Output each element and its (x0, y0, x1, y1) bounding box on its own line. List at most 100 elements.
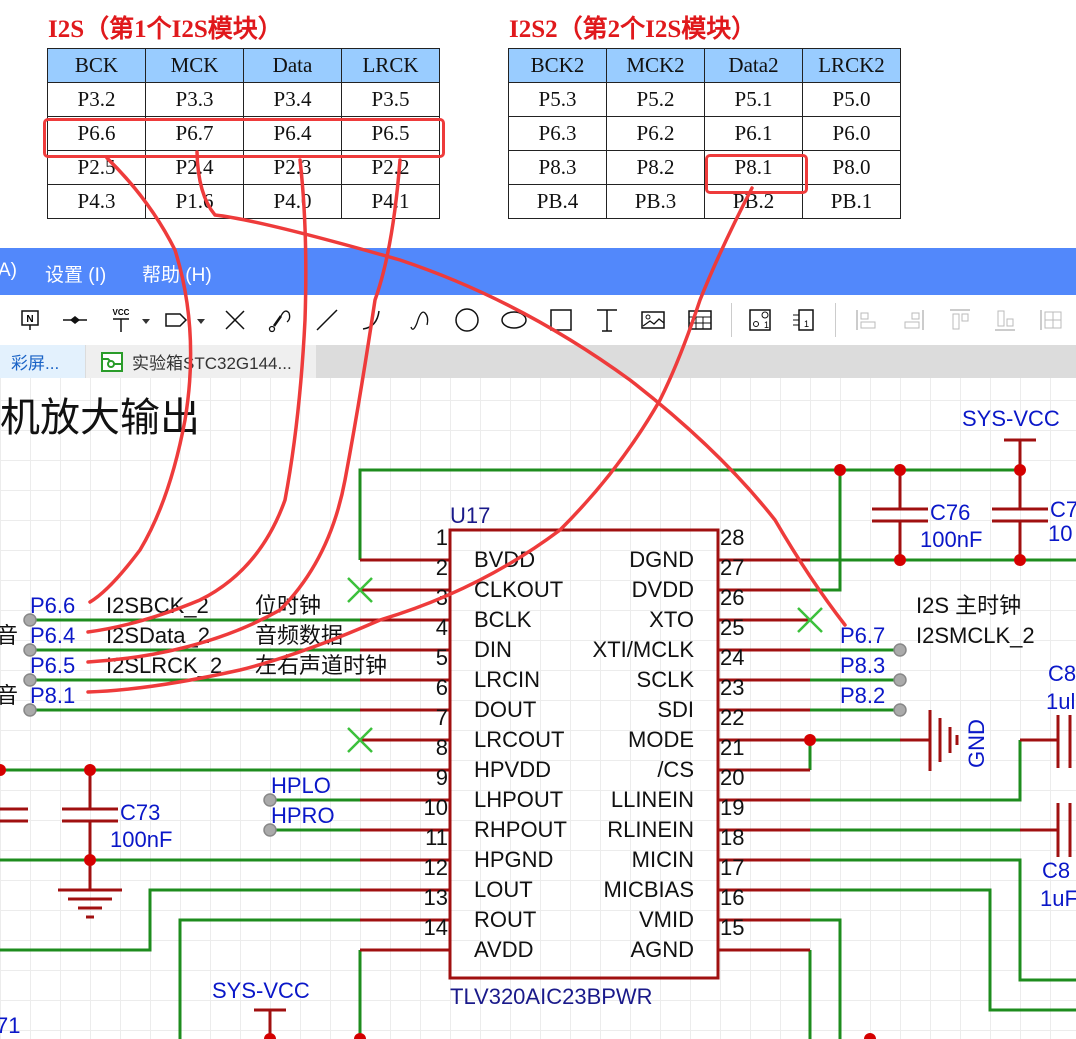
table-row: P3.2 P3.3 P3.4 P3.5 (47, 82, 440, 117)
align-grid-tool[interactable] (1036, 305, 1066, 335)
table-cell: PB.4 (508, 184, 607, 219)
menu-item-partial[interactable]: A) (0, 260, 17, 281)
cap-value: 10 (1048, 521, 1073, 546)
schematic-canvas[interactable] (0, 378, 1076, 1039)
pin-number: 24 (720, 645, 745, 670)
cap-ref: C76 (930, 500, 971, 525)
rectangle-tool[interactable] (546, 305, 576, 335)
net-label-tool[interactable]: N (16, 305, 44, 335)
pin-manager-icon: 1 (793, 309, 814, 331)
net-port-p6-4[interactable]: P6.4 (30, 623, 76, 648)
chip-part: TLV320AIC23BPWR (450, 984, 653, 1009)
ellipse-tool[interactable] (498, 305, 530, 335)
no-connect-icon (225, 310, 245, 330)
align-bottom-tool[interactable] (990, 305, 1020, 335)
pin-name: XTO (649, 607, 694, 632)
document-tab-active[interactable]: 实验箱STC32G144... (86, 345, 316, 378)
align-left-icon (856, 310, 876, 330)
pin-name: AVDD (474, 937, 534, 962)
vcc-tool[interactable]: VCC (106, 305, 154, 335)
pin-name: DGND (629, 547, 694, 572)
net-port-p6-7[interactable]: P6.7 (840, 623, 886, 648)
net-port-tool[interactable] (60, 305, 90, 335)
align-right-icon (904, 310, 924, 330)
table-cell: PB.3 (606, 184, 705, 219)
bus-entry-tool[interactable] (265, 305, 299, 335)
pin-name: LHPOUT (474, 787, 564, 812)
net-flag-tool[interactable] (163, 305, 211, 335)
pen-icon (268, 310, 291, 333)
table-cell: P8.3 (508, 150, 607, 185)
pin-manager-tool[interactable]: 1 (790, 305, 820, 335)
pin-number: 27 (720, 555, 745, 580)
pin-name: HPGND (474, 847, 554, 872)
power-label-sys-vcc: SYS-VCC (212, 978, 310, 1003)
toolbar: N VCC 1 1 (0, 295, 1076, 345)
table-header: LRCK2 (802, 48, 901, 83)
table-header: Data2 (704, 48, 803, 83)
image-tool[interactable] (638, 305, 668, 335)
align-grid-icon (1040, 310, 1062, 330)
schematic-icon (101, 351, 123, 372)
table-cell: P8.2 (606, 150, 705, 185)
pin-number: 23 (720, 675, 745, 700)
net-name: I2SBCK_2 (106, 593, 209, 618)
table-header: BCK (47, 48, 146, 83)
highlight-cell-box (705, 154, 808, 194)
text-tool[interactable] (592, 305, 622, 335)
pin-number: 7 (435, 705, 448, 730)
net-port-p8-3[interactable]: P8.3 (840, 653, 886, 678)
pin-name: DIN (474, 637, 512, 662)
rectangle-icon (550, 309, 572, 331)
arc-icon (362, 310, 380, 330)
net-desc: 音频数据 (255, 623, 344, 648)
net-port-p8-2[interactable]: P8.2 (840, 683, 886, 708)
net-port-p6-5[interactable]: P6.5 (30, 653, 76, 678)
table-cell: P6.0 (802, 116, 901, 151)
tab-label: 实验箱STC32G144... (132, 354, 292, 373)
table-cell: P6.4 (243, 116, 342, 151)
align-left-tool[interactable] (852, 305, 882, 335)
table-tool[interactable] (685, 305, 715, 335)
pin-number: 20 (720, 765, 745, 790)
cap-value: 100nF (920, 527, 983, 552)
align-top-tool[interactable] (945, 305, 975, 335)
net-name: I2SLRCK_2 (106, 653, 223, 678)
menu-item-settings[interactable]: 设置 (I) (45, 265, 107, 286)
pin-number: 8 (435, 735, 448, 760)
net-port-hpro[interactable]: HPRO (271, 803, 335, 828)
svg-text:N: N (26, 314, 33, 325)
menu-item-help[interactable]: 帮助 (H) (142, 265, 212, 286)
table-cell: P6.1 (704, 116, 803, 151)
pin-number: 15 (720, 915, 745, 940)
pin-number: 11 (425, 825, 448, 850)
table-cell: P4.3 (47, 184, 146, 219)
pin-name: MICBIAS (603, 877, 694, 902)
pin-number: 21 (720, 735, 745, 760)
bezier-tool[interactable] (405, 305, 435, 335)
toolbar-divider (835, 303, 836, 337)
no-connect-tool[interactable] (220, 305, 250, 335)
circle-tool[interactable] (452, 305, 482, 335)
tab-label: 、彩屏... (0, 354, 60, 373)
cap-ref: 71 (0, 1013, 21, 1038)
table-cell: P5.1 (704, 82, 803, 117)
table-cell: P5.3 (508, 82, 607, 117)
svg-text:VCC: VCC (113, 308, 130, 317)
net-port-p8-1[interactable]: P8.1 (30, 683, 76, 708)
arc-tool[interactable] (357, 305, 387, 335)
document-tab[interactable]: 、彩屏... (0, 345, 85, 378)
i2s2-table-title: I2S2（第2个I2S模块） (509, 16, 757, 43)
table-cell: P3.3 (145, 82, 244, 117)
symbol-pin-manager-tool[interactable]: 1 (745, 305, 775, 335)
chip-ref: U17 (450, 503, 491, 528)
net-port-hplo[interactable]: HPLO (271, 773, 331, 798)
line-icon (316, 309, 338, 331)
wire-tool[interactable] (312, 305, 342, 335)
align-right-tool[interactable] (898, 305, 928, 335)
pin-name: MODE (628, 727, 694, 752)
net-prefix: 音 (0, 683, 19, 708)
table-cell: P3.4 (243, 82, 342, 117)
net-port-p6-6[interactable]: P6.6 (30, 593, 76, 618)
pin-number: 17 (720, 855, 745, 880)
